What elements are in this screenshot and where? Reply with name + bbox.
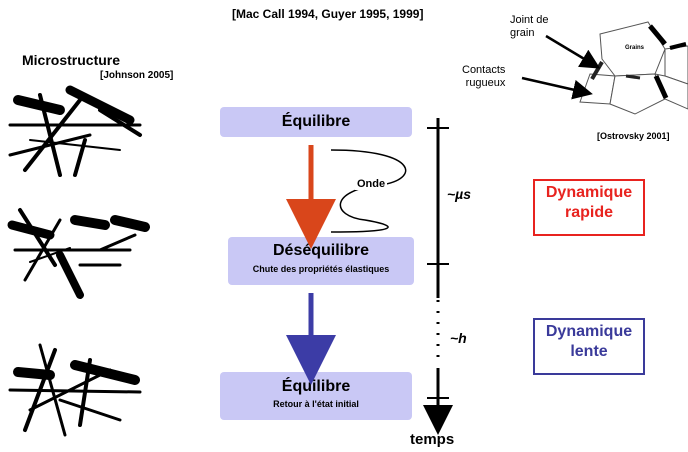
slow-timescale-label: ~h xyxy=(450,330,467,346)
microstructure-sketch-1 xyxy=(8,85,142,177)
contacts-label-line-1: Contacts xyxy=(462,64,506,76)
wave-label: Onde xyxy=(355,178,388,190)
fast-dynamics-line-1: Dynamique xyxy=(545,184,633,201)
joint-label-line-2: grain xyxy=(510,27,535,39)
johnson-reference: [Johnson 2005] xyxy=(100,70,174,81)
fast-timescale-label: ~µs xyxy=(447,186,472,202)
grains-label: Grains xyxy=(625,45,645,51)
slow-dynamics-line-1: Dynamique xyxy=(545,323,633,340)
grain-joint-figure: Grains xyxy=(579,21,688,115)
fast-dynamics-box: Dynamique rapide xyxy=(533,179,645,236)
contacts-label: Contacts rugueux xyxy=(462,64,505,90)
fast-dynamics-line-2: rapide xyxy=(564,204,613,221)
slow-dynamics-box: Dynamique lente xyxy=(533,318,645,375)
state-subtitle: Retour à l'état initial xyxy=(273,399,359,409)
state-box-equilibre-1: Équilibre xyxy=(220,107,412,137)
slow-dynamics-line-2: lente xyxy=(570,343,608,360)
top-reference: [Mac Call 1994, Guyer 1995, 1999] xyxy=(232,7,424,21)
state-subtitle: Chute des propriétés élastiques xyxy=(252,264,390,274)
time-axis-label: temps xyxy=(410,431,455,448)
microstructure-sketch-2 xyxy=(7,208,150,299)
state-title: Équilibre xyxy=(281,113,351,130)
ostrovsky-reference: [Ostrovsky 2001] xyxy=(597,131,670,141)
microstructure-sketches xyxy=(7,85,150,437)
microstructure-sketch-3 xyxy=(8,343,142,437)
wave-curve xyxy=(330,149,407,233)
microstructure-title: Microstructure xyxy=(22,52,121,68)
contacts-label-line-2: rugueux xyxy=(465,77,506,89)
joint-label-line-1: Joint de xyxy=(510,14,549,26)
joint-label: Joint de grain xyxy=(510,14,549,40)
